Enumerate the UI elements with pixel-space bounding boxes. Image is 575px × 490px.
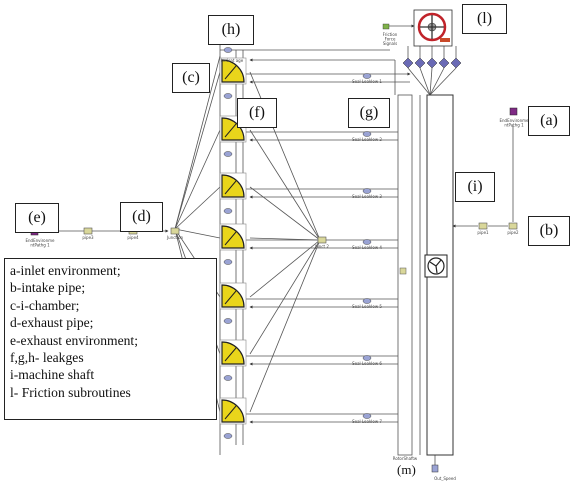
intake-pipe [509, 223, 517, 229]
tag-m: (m) [397, 462, 416, 478]
friction-connector-1 [403, 58, 413, 68]
legend-item: d-exhaust pipe; [10, 314, 211, 331]
inlet-environment-block [510, 108, 517, 115]
seal-leak-2 [363, 132, 371, 137]
seal-leak-6-label: Seal Leaklow 6 [352, 361, 382, 366]
leak-h [224, 48, 232, 53]
chamber-leak-2 [224, 152, 232, 157]
intake-pipe-label: pipe2 [507, 230, 519, 235]
tag-b: (b) [528, 216, 570, 246]
junction-right-label: Junct 2 [314, 244, 329, 249]
chamber-leak-4 [224, 260, 232, 265]
leak-h-label: Ledeat age [221, 58, 244, 63]
tag-c: (c) [172, 63, 210, 93]
seal-leak-2-label: Seal Leaklow 2 [352, 137, 382, 142]
legend-item: f,g,h- leakges [10, 349, 211, 366]
fan-right-5 [250, 240, 320, 297]
friction-connector-4 [439, 58, 449, 68]
friction-connector-3 [427, 58, 437, 68]
chamber-leak-5 [224, 319, 232, 324]
junction-left [171, 228, 179, 234]
tag-g: (g) [348, 98, 390, 128]
legend-item: i-machine shaft [10, 366, 211, 383]
seal-leak-4 [363, 240, 371, 245]
legend-item: b-intake pipe; [10, 279, 211, 296]
speed-label: Out_Speed [434, 476, 456, 481]
seal-leak-5-label: Seal Leaklow 5 [352, 304, 382, 309]
junction-right [318, 237, 326, 243]
shaft-marker [400, 268, 406, 274]
tag-h: (h) [208, 15, 254, 45]
tag-i: (i) [455, 172, 495, 202]
exhaust-pipe-1 [84, 228, 92, 234]
fan-left-2 [175, 130, 220, 229]
exhaust-pipe-2-label: pipe4 [127, 235, 139, 240]
friction-bus-1 [408, 68, 430, 95]
tag-e: (e) [15, 203, 59, 233]
seal-leak-1-label: Seal Leaklow 1 [352, 79, 382, 84]
exhaust-pipe-1-label: pipe3 [82, 235, 94, 240]
rotor-shaft-label: RotorShaftw [393, 456, 418, 461]
friction-subroutine-badge [440, 38, 450, 42]
rotor-shaft-bar [398, 95, 412, 455]
friction-bus-5 [430, 68, 456, 95]
friction-bus-2 [420, 68, 430, 95]
exhaust-environment-label: ntPathg 1 [30, 243, 50, 248]
chamber-leak-7 [224, 434, 232, 439]
pipe-b-label: pipe1 [477, 230, 489, 235]
friction-signals-block [383, 24, 389, 29]
legend-item: l- Friction subroutines [10, 384, 211, 401]
fan-right-7 [250, 240, 320, 412]
friction-connector-5 [451, 58, 461, 68]
tag-a: (a) [528, 106, 570, 136]
legend-box: a-inlet environment; b-intake pipe; c-i-… [4, 258, 217, 420]
junction-left-label: Junction [166, 235, 184, 240]
seal-leak-7-label: Seal Leaklow 7 [352, 419, 382, 424]
seal-leak-4-label: Seal Leaklow 4 [352, 245, 382, 250]
tag-f: (f) [237, 98, 277, 128]
seal-leak-3-label: Seal Leaklow 3 [352, 194, 382, 199]
legend-item: c-i-chamber; [10, 297, 211, 314]
fan-left-1 [175, 72, 220, 229]
friction-connector-2 [415, 58, 425, 68]
seal-leak-7 [363, 414, 371, 419]
pipe-b [479, 223, 487, 229]
fan-right-3 [250, 187, 320, 240]
seal-leak-6 [363, 356, 371, 361]
seal-leak-3 [363, 189, 371, 194]
seal-leak-1 [363, 74, 371, 79]
fan-right-2 [250, 130, 320, 240]
speed-sensor [432, 465, 438, 472]
legend-item: e-exhaust environment; [10, 332, 211, 349]
friction-signals-label: Signals [383, 41, 397, 46]
tag-l: (l) [462, 4, 507, 34]
fan-right-6 [250, 240, 320, 354]
tag-d: (d) [120, 202, 163, 232]
inlet-environment-label: ntPathg 1 [504, 123, 524, 128]
legend-item: a-inlet environment; [10, 262, 211, 279]
fan-left-3 [175, 187, 220, 229]
seal-leak-5 [363, 299, 371, 304]
chamber-leak-1 [224, 94, 232, 99]
chamber-leak-3 [224, 209, 232, 214]
chamber-leak-6 [224, 376, 232, 381]
